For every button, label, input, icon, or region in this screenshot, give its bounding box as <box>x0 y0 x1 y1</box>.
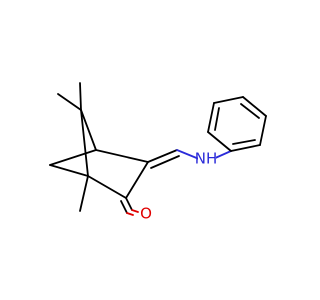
bond-c1-c2 <box>87 175 127 199</box>
phenyl-double-1 <box>232 139 256 145</box>
bond-c3-c4 <box>95 149 149 163</box>
bond-c3-ch-double <box>150 155 180 169</box>
carbonyl-group <box>120 197 139 216</box>
molecule-structure: NH O <box>49 82 267 223</box>
bond-c1-c7 <box>80 109 89 177</box>
phenyl-bond-6 <box>207 131 232 152</box>
exocyclic-alkene <box>147 149 180 169</box>
bond-c7-methyl-left <box>57 93 82 111</box>
structure-canvas: NH O <box>49 82 267 223</box>
phenyl-ring <box>207 96 267 152</box>
phenyl-double-2 <box>240 103 260 119</box>
nitrogen-atom-label: NH <box>195 150 218 168</box>
bond-c2-c3 <box>125 161 149 199</box>
nh-label-background <box>198 150 216 168</box>
phenyl-bond-2 <box>259 115 267 146</box>
phenyl-bond-4 <box>213 96 244 104</box>
bond-c4-c5 <box>49 149 97 166</box>
bond-c1-methyl <box>79 175 89 212</box>
bond-c3-ch <box>147 149 178 163</box>
oxygen-atom-label: O <box>140 205 152 223</box>
phenyl-double-3 <box>214 107 220 131</box>
bond-c7-c4 <box>80 109 97 151</box>
bond-c2-o <box>125 197 133 211</box>
bicyclic-core <box>49 109 149 199</box>
bond-c5-c6 <box>49 164 89 177</box>
methyl-groups <box>57 82 89 212</box>
bond-c2-o-double-lower <box>126 212 134 216</box>
bond-c2-o-double <box>120 200 128 214</box>
bond-ch-nh <box>176 149 200 160</box>
bond-c2-o-lower <box>131 209 139 213</box>
phenyl-bond-3 <box>242 96 267 117</box>
phenyl-bond-5 <box>207 102 215 133</box>
phenyl-bond-1 <box>230 144 261 152</box>
atom-labels: NH O <box>139 150 218 223</box>
oxygen-label-background <box>139 205 153 223</box>
bond-c7-methyl-right <box>79 82 82 111</box>
